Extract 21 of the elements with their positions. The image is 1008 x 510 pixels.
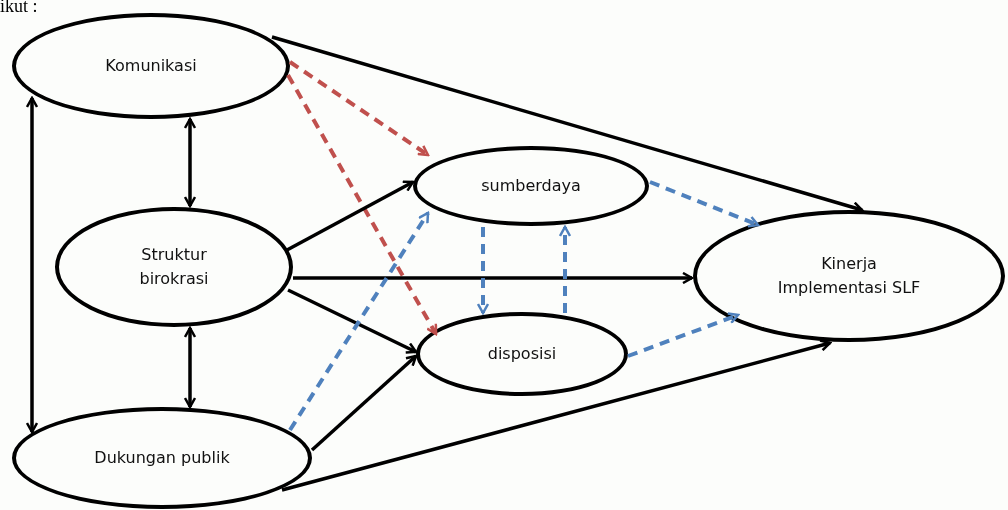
node-label: Kinerja Implementasi SLF — [776, 253, 922, 299]
arrow — [310, 354, 418, 452]
arrow — [476, 227, 490, 315]
arrow — [286, 74, 438, 336]
arrow — [558, 225, 572, 313]
arrow — [281, 339, 832, 492]
node-label: sumberdaya — [481, 175, 581, 197]
text-fragment: ikut : — [0, 0, 38, 17]
node-label: Struktur birokrasi — [138, 244, 210, 290]
arrow — [288, 60, 430, 157]
arrow — [183, 117, 197, 208]
arrow — [288, 211, 430, 432]
arrow — [627, 312, 740, 358]
node-label: Komunikasi — [105, 55, 197, 77]
arrow — [293, 271, 694, 285]
node-label: disposisi — [487, 343, 557, 365]
arrow — [287, 288, 418, 354]
node-label: Dukungan publik — [94, 447, 230, 469]
arrow — [649, 180, 760, 228]
arrow — [25, 96, 39, 434]
arrow — [183, 326, 197, 409]
